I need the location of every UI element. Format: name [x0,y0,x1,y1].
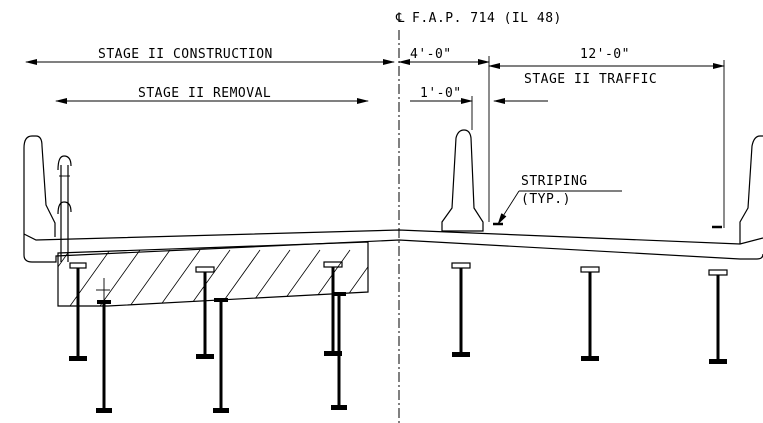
barrier-right [739,135,763,244]
stage-traffic-label: STAGE II TRAFFIC [524,72,657,87]
striping-callout: STRIPING (TYP.) [497,174,622,225]
dim-stage-removal: STAGE II REMOVAL [55,86,369,104]
rail-post [57,155,72,262]
striping-label: STRIPING [521,174,588,189]
beam-traffic-1 [451,262,471,357]
removal-area [57,241,369,307]
barrier-left [23,135,56,237]
beam-stage-2 [195,266,215,359]
twelve-ft-label: 12'-0" [580,47,630,62]
barrier-center [441,129,484,232]
beam-existing-1 [96,300,112,413]
title-block: ℄ F.A.P. 714 (IL 48) [395,11,562,26]
beam-stage-1 [69,262,87,361]
centerline-symbol: ℄ [395,11,405,26]
beam-stage-3 [323,261,343,356]
beam-traffic-3 [708,269,728,364]
beam-traffic-2 [580,266,600,361]
beam-existing-2 [213,298,229,413]
dim-four-ft: 4'-0" [398,47,490,222]
dim-stage-construction: STAGE II CONSTRUCTION [25,47,395,65]
deck-slab [23,229,763,263]
four-ft-label: 4'-0" [410,47,452,62]
dim-one-ft: 1'-0" [410,86,548,130]
one-ft-label: 1'-0" [420,86,462,101]
typ-label: (TYP.) [521,192,571,207]
route-title: F.A.P. 714 (IL 48) [412,11,562,26]
stage-removal-label: STAGE II REMOVAL [138,86,271,101]
dim-twelve-ft: 12'-0" STAGE II TRAFFIC [488,47,725,228]
stage-construction-label: STAGE II CONSTRUCTION [98,47,273,62]
